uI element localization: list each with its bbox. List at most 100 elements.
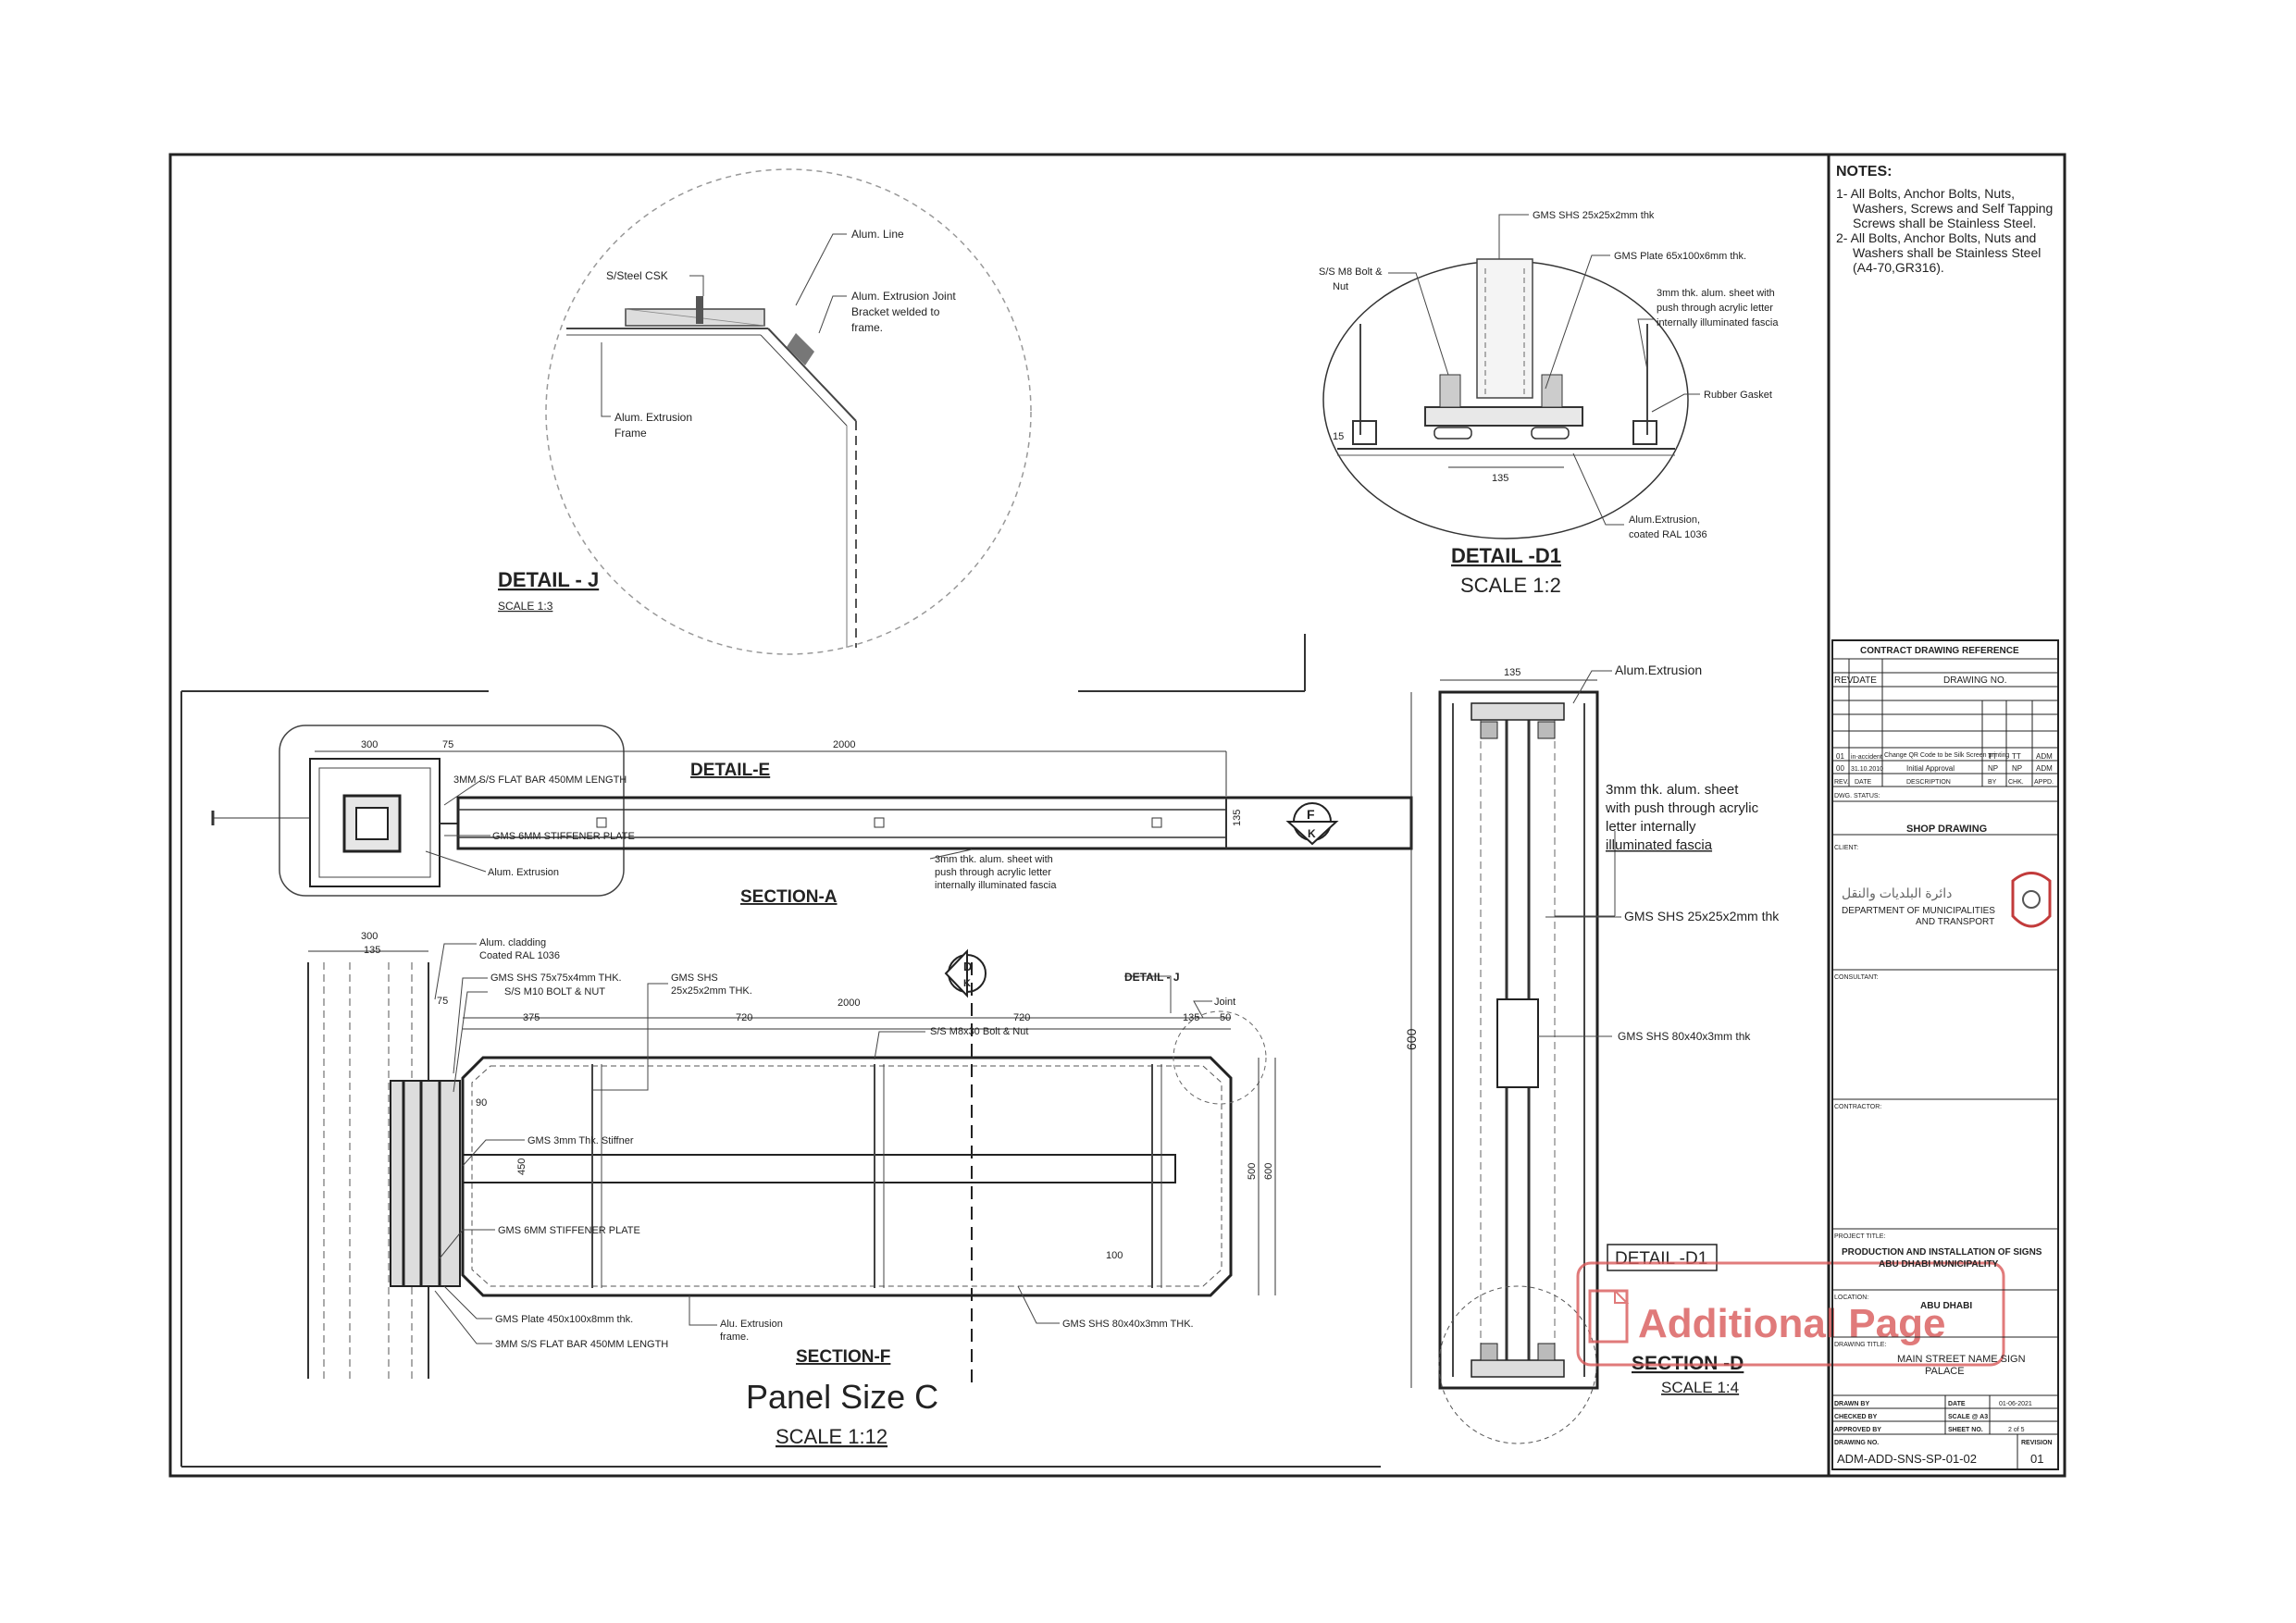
a-label-flat-bar: 3MM S/S FLAT BAR 450MM LENGTH [453,774,627,786]
project-title-1: PRODUCTION AND INSTALLATION OF SIGNS [1842,1247,2042,1258]
drawn-by-label: DRAWN BY [1834,1401,1869,1407]
d-label-sheet-3: letter internally [1606,819,1696,835]
drawing-title-1: MAIN STREET NAME SIGN [1897,1354,2026,1365]
a-marker-top: F [1307,807,1315,822]
f-dim-450: 450 [516,1158,527,1175]
rev-header-chk: CHK. [2008,779,2024,786]
f-dim-600: 600 [1263,1163,1274,1180]
f-dim-375: 375 [523,1012,540,1023]
section-a-title: SECTION-A [740,887,838,907]
client-arabic: دائرة البلديات والنقل [1842,886,1952,901]
location-label: LOCATION: [1834,1295,1868,1301]
detail-d1-title: DETAIL -D1 [1451,544,1561,567]
notes-line-3: Screws shall be Stainless Steel. [1853,216,2036,230]
d1-label-extrusion-1: Alum.Extrusion, [1629,514,1700,526]
d1-dim-135: 135 [1492,473,1508,484]
d-detail-ref: DETAIL -D1 [1615,1249,1707,1269]
f-label-ss-m8: S/S M8x30 Bolt & Nut [930,1026,1028,1037]
d-label-gms-80: GMS SHS 80x40x3mm thk [1618,1030,1751,1043]
client-name-1: DEPARTMENT OF MUNICIPALITIES [1842,906,1995,916]
d1-label-ss-bolt-1: S/S M8 Bolt & [1319,266,1383,278]
f-label-gms-80: GMS SHS 80x40x3mm THK. [1062,1319,1194,1330]
f-dim-720a: 720 [736,1012,752,1023]
f-label-stiffener-6mm: GMS 6MM STIFFENER PLATE [498,1225,640,1236]
client-emblem-icon [2011,872,2052,928]
f-label-ss-m10: S/S M10 BOLT & NUT [504,986,605,997]
rev1-chk: TT [2012,752,2021,761]
revision-value: 01 [2030,1452,2043,1466]
contractor-label: CONTRACTOR: [1834,1104,1881,1110]
label-extrusion-joint-1: Alum. Extrusion Joint [851,290,956,303]
drawing-title-2: PALACE [1925,1366,1965,1377]
label-extrusion-joint-3: frame. [851,321,883,334]
ref-header-drawing-no: DRAWING NO. [1943,675,2007,686]
f-label-alu-extrusion-2: frame. [720,1332,749,1343]
d1-label-ss-bolt-2: Nut [1333,281,1348,292]
rev0-by: NP [1988,764,1998,773]
a-label-extrusion: Alum. Extrusion [488,867,559,878]
d1-label-gms-plate: GMS Plate 65x100x6mm thk. [1614,251,1746,262]
drawing-no-label: DRAWING NO. [1834,1440,1879,1446]
date-value: 01-06-2021 [1999,1401,2032,1407]
client-name-2: AND TRANSPORT [1916,917,1994,927]
a-marker-bottom: K [1308,827,1316,840]
notes-line-4: 2- All Bolts, Anchor Bolts, Nuts and [1836,230,2036,245]
contract-ref-heading: CONTRACT DRAWING REFERENCE [1860,646,2019,656]
label-frame-1: Alum. Extrusion [614,411,692,424]
f-label-gms-plate: GMS Plate 450x100x8mm thk. [495,1314,633,1325]
consultant-label: CONSULTANT: [1834,974,1879,981]
additional-page-stamp: Additional Page [1576,1261,2005,1367]
detail-d1-scale: SCALE 1:2 [1460,574,1561,597]
f-label-stiffener-3mm: GMS 3mm Thk. Stiffner [527,1135,634,1146]
revision-label: REVISION [2021,1440,2052,1446]
section-d-scale: SCALE 1:4 [1661,1379,1739,1396]
f-marker-bottom: K [963,978,971,989]
notes-line-2: Washers, Screws and Self Tapping [1853,201,2053,216]
d-label-extrusion: Alum.Extrusion [1615,663,1702,677]
f-dim-100: 100 [1106,1250,1123,1261]
rev1-desc: Change QR Code to be Silk Screen printin… [1884,752,2010,759]
f-label-cladding-1: Alum. cladding [479,937,546,948]
f-label-gms-25-2: 25x25x2mm THK. [671,985,752,997]
notes-line-6: (A4-70,GR316). [1853,260,1944,275]
notes: NOTES: 1- All Bolts, Anchor Bolts, Nuts,… [1836,164,2053,275]
notes-line-5: Washers shall be Stainless Steel [1853,245,2041,260]
d-dim-600: 600 [1404,1028,1419,1050]
sheet-no: 2 of 5 [2008,1427,2025,1433]
label-frame-2: Frame [614,427,647,440]
f-label-alu-extrusion-1: Alu. Extrusion [720,1319,783,1330]
a-dim-75: 75 [442,739,453,750]
detail-j-scale: SCALE 1:3 [498,600,553,613]
scale-label: SCALE @ A3 [1948,1414,1988,1420]
location: ABU DHABI [1920,1301,1972,1311]
ref-header-rev: REV. [1834,675,1855,686]
rev-header-rev: REV. [1834,779,1849,786]
dwg-status: SHOP DRAWING [1906,824,1987,835]
rev0-date: 31.10.2010 [1851,766,1883,773]
f-label-cladding-2: Coated RAL 1036 [479,950,560,961]
a-label-sheet-3: internally illuminated fascia [935,880,1057,891]
a-dim-300: 300 [361,739,378,750]
rev0-chk: NP [2012,764,2022,773]
notes-heading: NOTES: [1836,164,1892,180]
approved-by-label: APPROVED BY [1834,1427,1881,1433]
f-dim-135b: 135 [1183,1012,1199,1023]
label-alum-line: Alum. Line [851,228,904,241]
d-label-sheet-4: illuminated fascia [1606,837,1713,853]
rev0-appd: ADM [2036,764,2053,773]
d1-dim-15: 15 [1333,431,1344,442]
d1-label-gms-shs: GMS SHS 25x25x2mm thk [1533,210,1655,221]
detail-j: Alum. Line S/Steel CSK Alum. Extrusion J… [498,168,1032,655]
project-title-2: ABU DHABI MUNICIPALITY [1879,1259,1999,1270]
ref-header-date: DATE [1853,675,1877,686]
a-label-stiffener: GMS 6MM STIFFENER PLATE [492,831,635,842]
d1-label-sheet-2: push through acrylic letter [1657,303,1773,314]
rev0-desc: Initial Approval [1906,764,1955,773]
label-extrusion-joint-2: Bracket welded to [851,305,940,318]
f-dim-720b: 720 [1013,1012,1030,1023]
d-label-gms-25: GMS SHS 25x25x2mm thk [1624,909,1780,923]
label-ss-csk: S/Steel CSK [606,269,668,282]
drawing-title-label: DRAWING TITLE: [1834,1342,1886,1348]
section-f-scale: SCALE 1:12 [776,1425,887,1448]
